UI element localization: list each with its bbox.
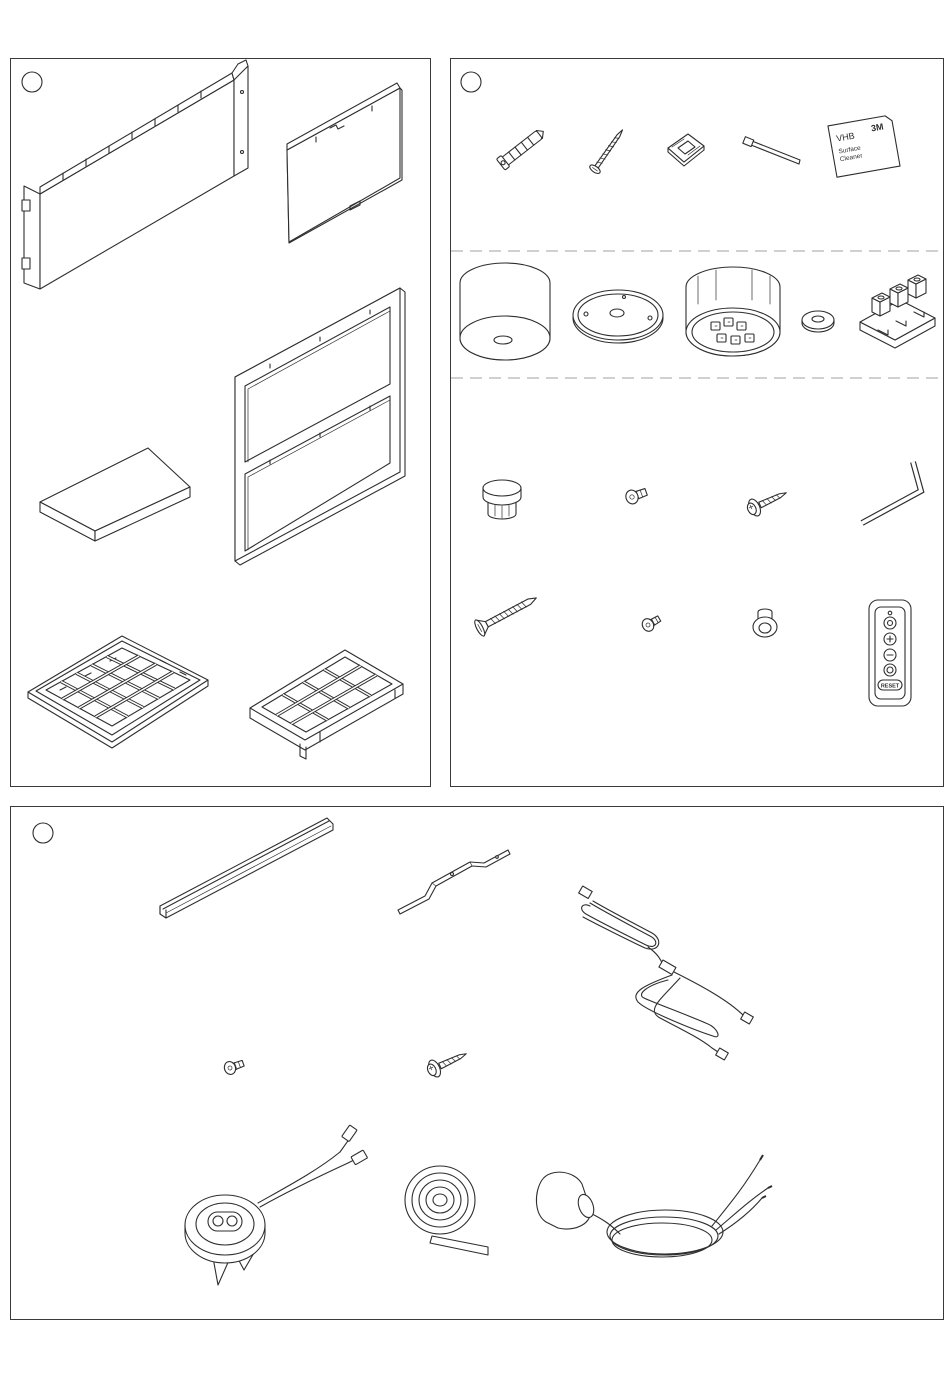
side-panel [287, 83, 402, 243]
minus-icon [884, 649, 896, 661]
extension-cable [579, 886, 754, 1060]
mode-icon [884, 664, 896, 676]
packet-brand-label: 3M [870, 121, 884, 133]
junction-box [686, 267, 780, 356]
back-panel [22, 60, 248, 289]
aluminium-rail [160, 818, 333, 918]
wall-plug [496, 126, 547, 170]
frame [235, 288, 405, 565]
cable-tie-mount [668, 134, 704, 166]
wood-screw [588, 126, 627, 175]
pendant-socket-cable [536, 1155, 772, 1257]
machine-screw [223, 1057, 246, 1076]
cap-plug [483, 480, 521, 519]
mounting-plate [573, 290, 663, 343]
indicator-light-icon [888, 611, 892, 615]
double-sided-tape-roll [405, 1166, 488, 1255]
grid-tray [28, 636, 208, 748]
hex-key [862, 462, 921, 523]
power-icon [884, 617, 896, 629]
spacer-knob [753, 609, 777, 637]
washer-head-screw [424, 1046, 470, 1080]
plus-icon [884, 633, 896, 645]
machine-screw [640, 613, 663, 634]
reset-label: RESET [881, 683, 900, 689]
terminal-block [860, 275, 935, 348]
mounting-bracket [398, 850, 510, 914]
step-marker-structure [22, 72, 42, 92]
step-marker-lighting [33, 823, 53, 843]
machine-screw [624, 485, 649, 505]
remote-control: RESET [869, 600, 911, 706]
grid-frame [250, 650, 403, 759]
countersunk-screw [473, 590, 541, 637]
step-marker-hardware [461, 72, 481, 92]
washer-head-screw [744, 485, 790, 519]
remote-reset-button: RESET [878, 680, 902, 690]
surface-cleaner-packet: VHB 3M Surface Cleaner [828, 115, 900, 177]
ceiling-canopy [460, 263, 550, 360]
foam-slab [40, 448, 190, 541]
puck-light [185, 1125, 368, 1285]
cable-tie [743, 137, 800, 164]
washer [802, 311, 834, 332]
